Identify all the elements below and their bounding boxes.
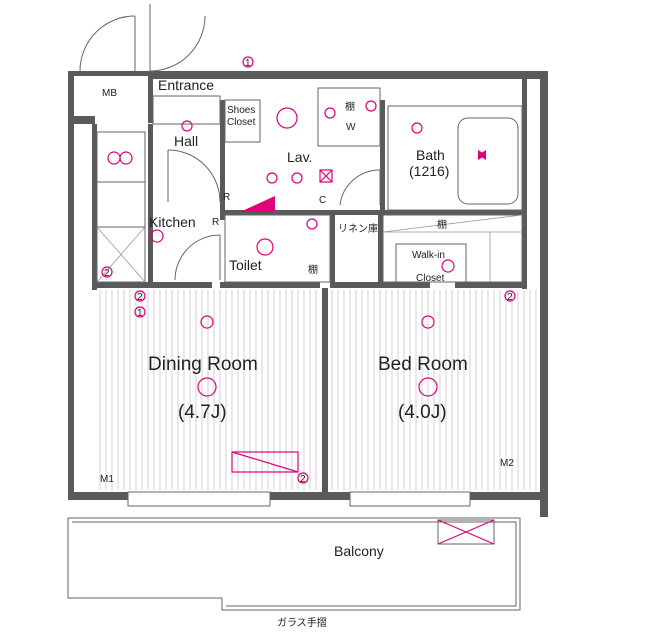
bed-flooring bbox=[331, 290, 537, 490]
bath-label: Bath bbox=[416, 147, 445, 163]
marker-2-bed: 2 bbox=[507, 292, 513, 303]
shelf-lav-label: 棚 bbox=[345, 100, 355, 113]
inner-lines bbox=[96, 87, 523, 283]
marker-2-window: 2 bbox=[300, 474, 306, 485]
dining-flooring bbox=[99, 290, 317, 490]
r-mark-kitchen: R bbox=[212, 217, 219, 228]
closet-label: Closet bbox=[227, 117, 256, 128]
walkin-label: Walk-in bbox=[412, 250, 445, 261]
doors bbox=[79, 4, 471, 507]
shoes-label: Shoes bbox=[227, 105, 255, 116]
bed-room-label: Bed Room bbox=[378, 354, 468, 375]
marker-2-kitchen: 2 bbox=[104, 268, 110, 279]
hall-label: Hall bbox=[174, 133, 198, 149]
kitchen-label: Kitchen bbox=[149, 214, 196, 230]
walls bbox=[68, 71, 548, 517]
mb-label: MB bbox=[102, 88, 117, 99]
linen-label: リネン庫 bbox=[338, 222, 378, 235]
lav-label: Lav. bbox=[287, 149, 312, 165]
glass-rail-label: ガラス手摺 bbox=[277, 616, 327, 629]
r-mark-lav: R bbox=[223, 192, 230, 203]
marker-1-dining: 1 bbox=[137, 308, 143, 319]
toilet-label: Toilet bbox=[229, 257, 262, 273]
balcony-label: Balcony bbox=[334, 543, 384, 559]
bed-size-label: (4.0J) bbox=[398, 402, 447, 423]
dining-room-label: Dining Room bbox=[148, 354, 258, 375]
m1-label: M1 bbox=[100, 474, 114, 485]
marker-1-top: 1 bbox=[245, 58, 251, 69]
m2-label: M2 bbox=[500, 458, 514, 469]
c-mark: C bbox=[319, 195, 326, 206]
shelf-toilet-label: 棚 bbox=[308, 263, 318, 276]
labels: MB Entrance Shoes Closet Hall Lav. W C B… bbox=[100, 58, 514, 629]
marker-2-dining: 2 bbox=[137, 292, 143, 303]
walkin-closet-label: Closet bbox=[416, 273, 445, 284]
dining-size-label: (4.7J) bbox=[178, 402, 227, 423]
balcony-area bbox=[67, 517, 521, 611]
shelf-closet-label: 棚 bbox=[437, 218, 447, 231]
w-mark: W bbox=[346, 122, 356, 133]
bath-size-label: (1216) bbox=[409, 163, 449, 179]
equipment bbox=[101, 56, 516, 484]
entrance-label: Entrance bbox=[158, 77, 214, 93]
